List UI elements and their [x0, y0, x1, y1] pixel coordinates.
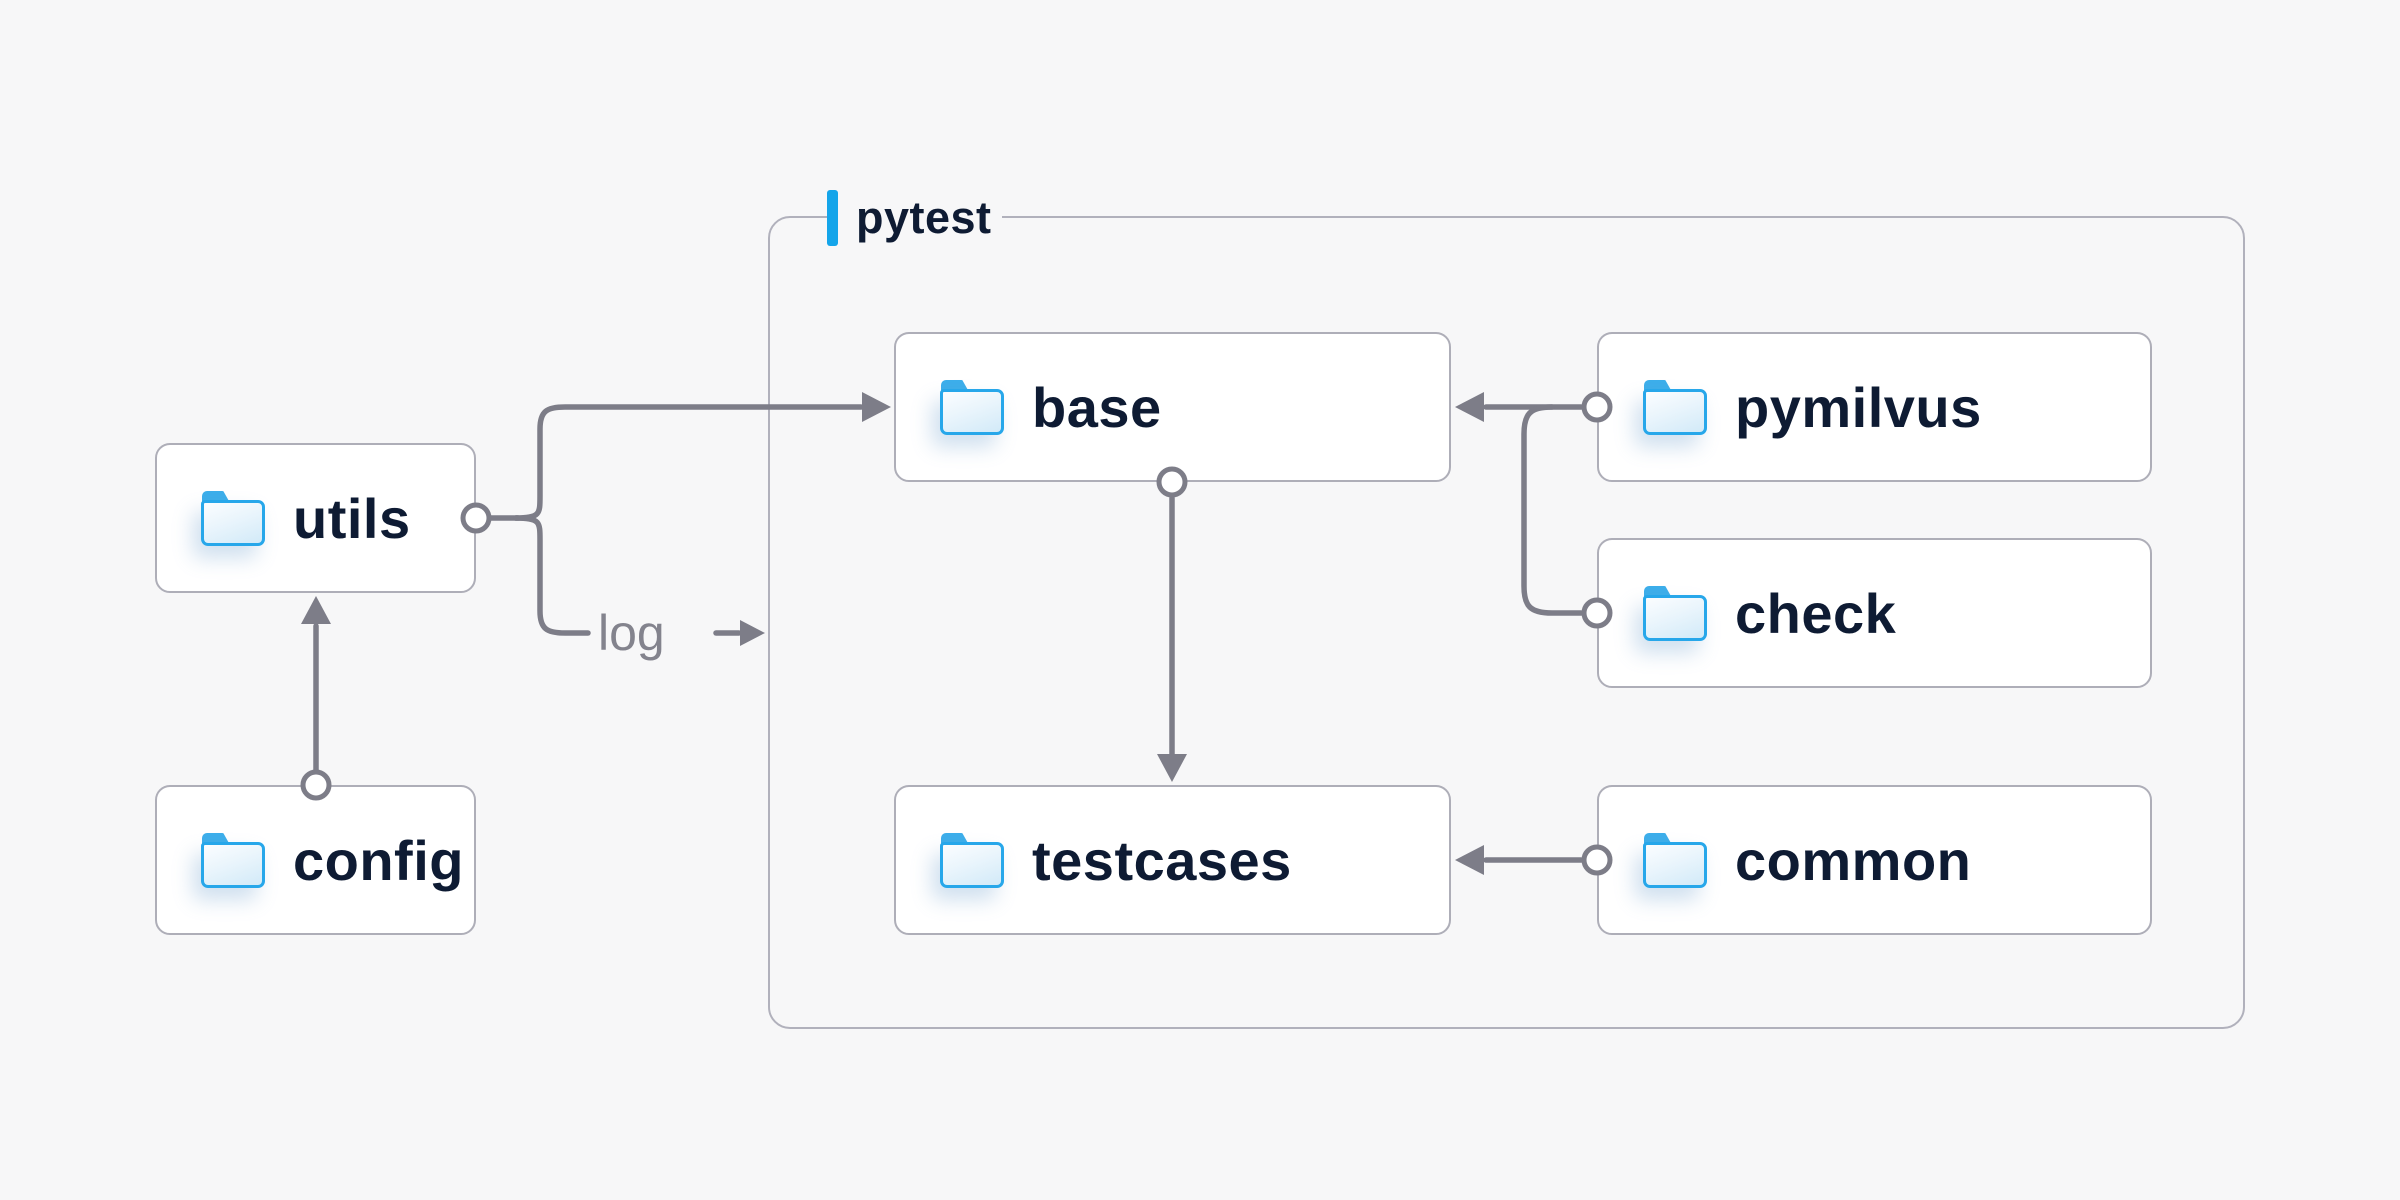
- pytest-container: pytest: [768, 188, 2245, 1029]
- node-pymilvus-label: pymilvus: [1735, 375, 1982, 439]
- pytest-label-text: pytest: [856, 192, 992, 243]
- node-check: check: [1597, 538, 2152, 688]
- node-utils-label: utils: [293, 486, 411, 550]
- node-config-label: config: [293, 828, 464, 892]
- node-pymilvus: pymilvus: [1597, 332, 2152, 482]
- edge-label-log: log: [598, 605, 665, 661]
- edge-log-arrow: [713, 620, 765, 646]
- node-check-label: check: [1735, 581, 1897, 645]
- node-testcases: testcases: [894, 785, 1451, 935]
- node-common: common: [1597, 785, 2152, 935]
- folder-icon: [201, 832, 265, 888]
- blue-accent-bar-icon: [827, 190, 838, 246]
- pytest-container-label: pytest: [827, 188, 1002, 248]
- folder-icon: [1643, 379, 1707, 435]
- node-config: config: [155, 785, 476, 935]
- node-base: base: [894, 332, 1451, 482]
- folder-icon: [201, 490, 265, 546]
- folder-icon: [940, 832, 1004, 888]
- folder-icon: [940, 379, 1004, 435]
- node-testcases-label: testcases: [1032, 828, 1292, 892]
- edge-config-utils: [301, 596, 331, 773]
- folder-icon: [1643, 832, 1707, 888]
- folder-icon: [1643, 585, 1707, 641]
- node-common-label: common: [1735, 828, 1972, 892]
- node-base-label: base: [1032, 375, 1162, 439]
- node-utils: utils: [155, 443, 476, 593]
